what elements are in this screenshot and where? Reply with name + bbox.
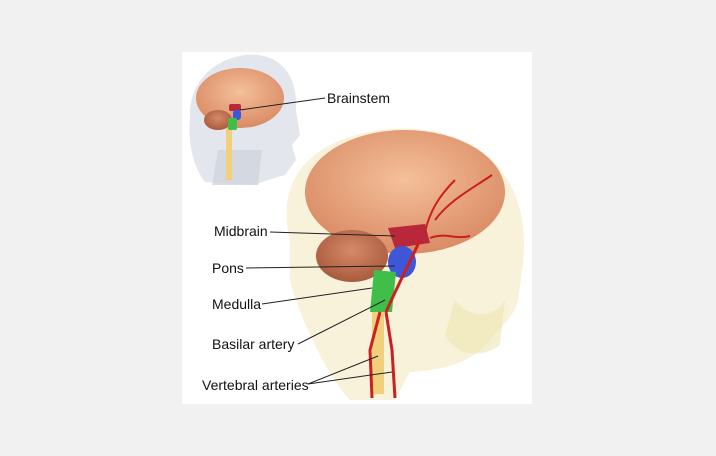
label-pons: Pons — [212, 260, 244, 276]
inset-cerebellum — [204, 110, 232, 130]
cerebral-arteries — [424, 174, 493, 239]
brainstem-leader — [239, 97, 326, 111]
spinal-cord — [372, 298, 384, 394]
vertebral-artery-vessel-2 — [368, 311, 382, 399]
cerebellum — [316, 230, 388, 282]
pons-leader — [245, 265, 396, 269]
inset-pons — [233, 110, 241, 120]
jaw — [445, 300, 505, 354]
label-medulla: Medulla — [212, 296, 262, 312]
main-head — [286, 128, 524, 400]
vertebral-arteries-leader-1 — [307, 355, 379, 385]
label-midbrain: Midbrain — [214, 223, 268, 239]
basilar-artery-vessel — [384, 239, 422, 313]
pons-region — [388, 246, 416, 278]
label-basilar-artery: Basilar artery — [212, 336, 295, 352]
medulla-leader — [261, 287, 373, 305]
inset-spinal-cord — [226, 128, 232, 180]
basilar-artery-leader — [297, 299, 386, 345]
inset-medulla — [228, 118, 237, 130]
leader-lines — [239, 97, 396, 385]
label-vertebral-arteries: Vertebral arteries — [202, 377, 309, 393]
cerebrum — [305, 130, 505, 254]
inset-neck — [212, 150, 262, 185]
midbrain-leader — [269, 231, 396, 237]
label-brainstem: Brainstem — [327, 90, 391, 106]
vertebral-artery-vessel-1 — [384, 311, 397, 399]
inset-midbrain — [229, 104, 241, 111]
vertebral-arteries-leader-2 — [307, 371, 393, 385]
inset-head — [189, 54, 300, 185]
